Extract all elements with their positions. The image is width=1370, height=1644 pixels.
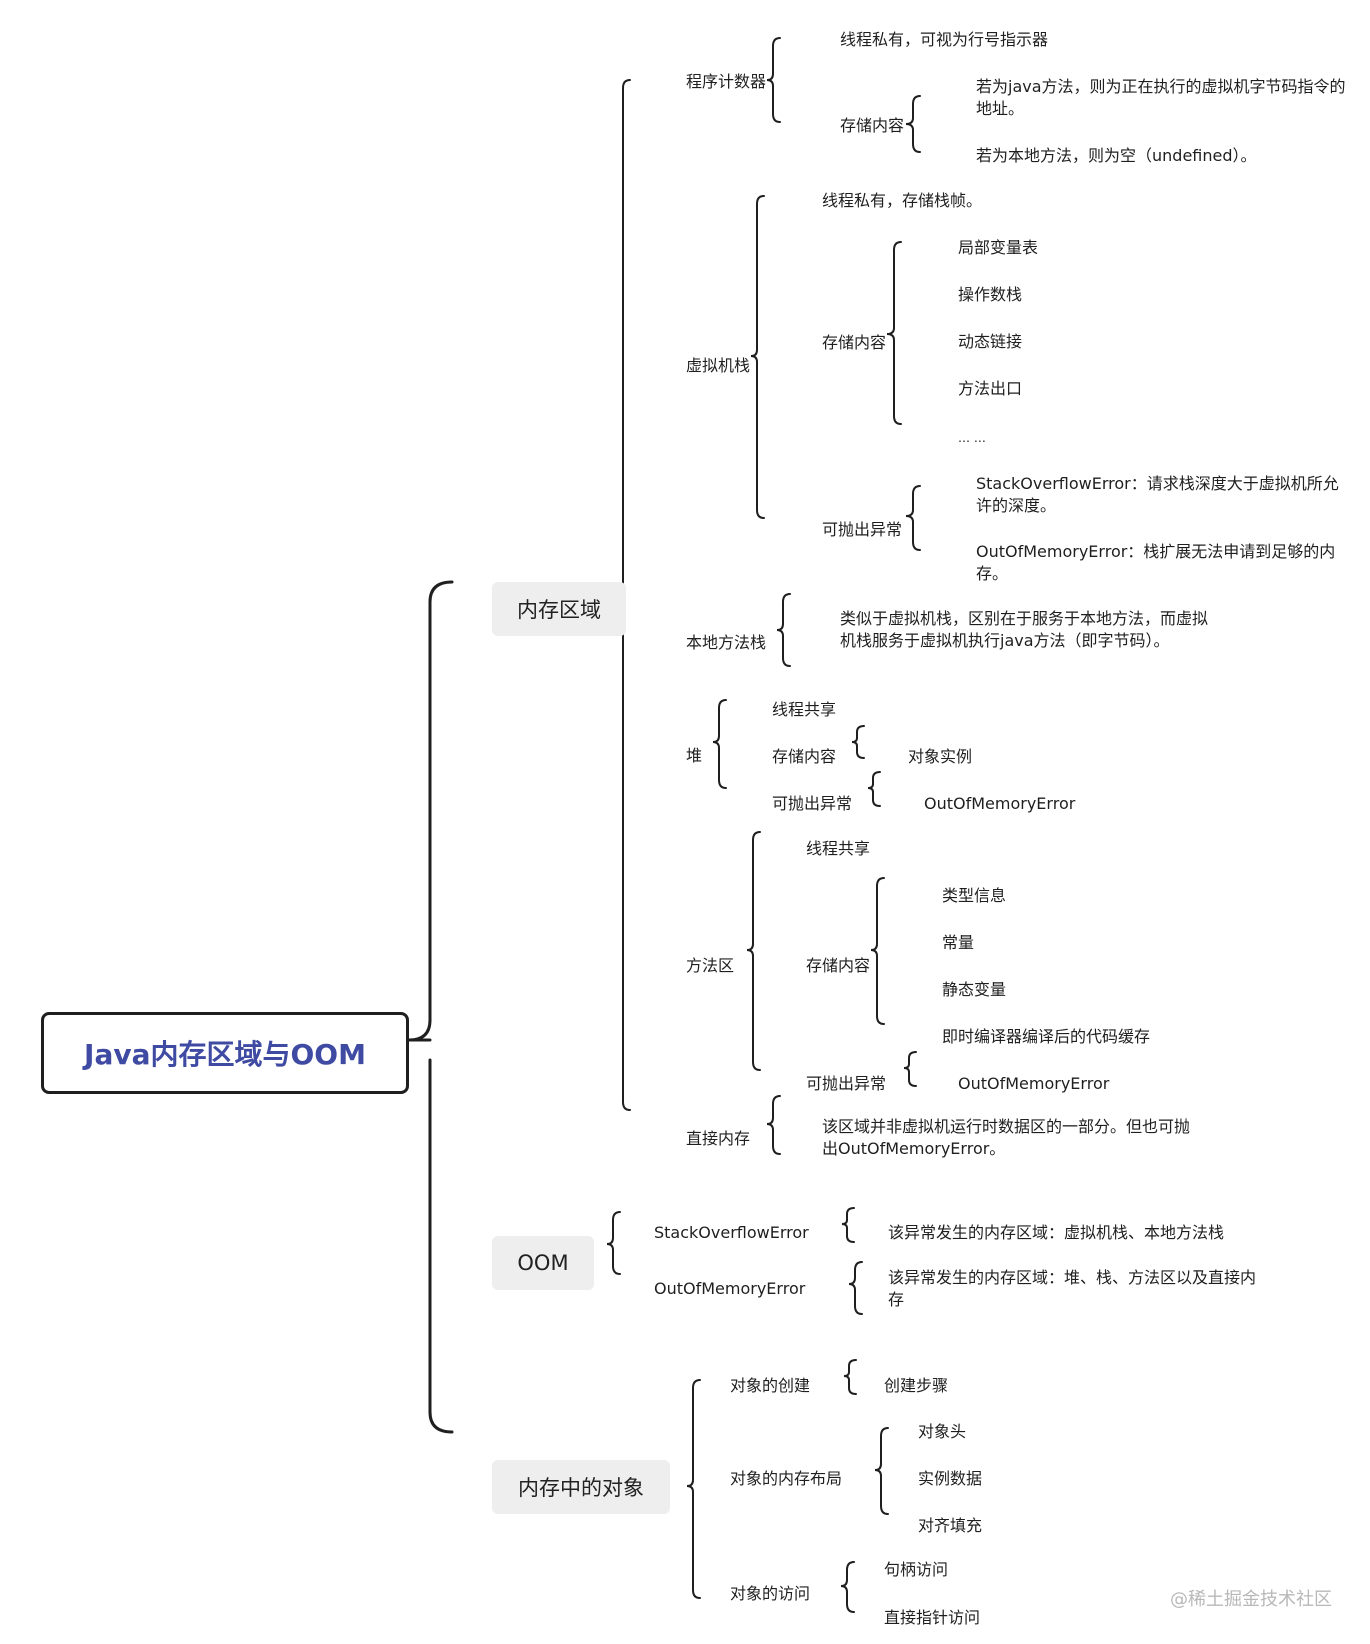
pc-label[interactable]: 程序计数器 <box>686 72 767 91</box>
brace-native <box>776 593 791 667</box>
heap-exceptions[interactable]: 可抛出异常 <box>772 794 853 813</box>
vmstack-storage[interactable]: 存储内容 <box>822 333 887 352</box>
method-area-shared[interactable]: 线程共享 <box>806 839 871 858</box>
oom-soe-desc[interactable]: 该异常发生的内存区域：虚拟机栈、本地方法栈 <box>888 1223 1225 1242</box>
method-area-item[interactable]: 即时编译器编译后的代码缓存 <box>942 1027 1151 1046</box>
pc-storage[interactable]: 存储内容 <box>840 116 905 135</box>
vmstack-item[interactable]: 局部变量表 <box>958 238 1039 257</box>
pc-private[interactable]: 线程私有，可视为行号指示器 <box>840 30 1049 49</box>
vmstack-exceptions[interactable]: 可抛出异常 <box>822 520 903 539</box>
objects-creation[interactable]: 对象的创建 <box>730 1376 811 1395</box>
pc-java-method[interactable]: 若为java方法，则为正在执行的虚拟机字节码指令的地址。 <box>976 77 1346 118</box>
method-area-storage[interactable]: 存储内容 <box>806 956 871 975</box>
heap-objects[interactable]: 对象实例 <box>908 747 973 766</box>
method-area-item[interactable]: 类型信息 <box>942 886 1007 905</box>
method-area-exceptions[interactable]: 可抛出异常 <box>806 1074 887 1093</box>
root-node[interactable]: Java内存区域与OOM <box>41 1012 409 1094</box>
oom-oome[interactable]: OutOfMemoryError <box>654 1279 806 1298</box>
method-area-item[interactable]: 静态变量 <box>942 980 1007 999</box>
heap-storage[interactable]: 存储内容 <box>772 747 837 766</box>
objects-access-item[interactable]: 直接指针访问 <box>884 1608 981 1627</box>
method-area-label[interactable]: 方法区 <box>686 956 735 975</box>
objects-layout-item[interactable]: 对象头 <box>918 1422 967 1441</box>
root-connector <box>407 580 454 1042</box>
heap-oome[interactable]: OutOfMemoryError <box>924 794 1076 813</box>
brace-heap <box>712 699 727 789</box>
oom-soe[interactable]: StackOverflowError <box>654 1223 809 1242</box>
oom-oome-desc[interactable]: 该异常发生的内存区域：堆、栈、方法区以及直接内存 <box>888 1268 1257 1309</box>
vmstack-oome[interactable]: OutOfMemoryError：栈扩展无法申请到足够的内存。 <box>976 542 1336 583</box>
topic-memory-region[interactable]: 内存区域 <box>492 582 626 636</box>
brace-method <box>746 831 761 1071</box>
topic-objects[interactable]: 内存中的对象 <box>492 1460 670 1514</box>
objects-layout-item[interactable]: 实例数据 <box>918 1469 983 1488</box>
brace-objects <box>686 1379 701 1599</box>
heap-shared[interactable]: 线程共享 <box>772 700 837 719</box>
vmstack-label[interactable]: 虚拟机栈 <box>686 356 751 375</box>
topic-oom[interactable]: OOM <box>492 1236 594 1290</box>
objects-layout[interactable]: 对象的内存布局 <box>730 1469 843 1488</box>
vmstack-private[interactable]: 线程私有，存储栈帧。 <box>822 191 983 210</box>
native-stack-desc[interactable]: 类似于虚拟机栈，区别在于服务于本地方法，而虚拟机栈服务于虚拟机执行java方法（… <box>840 609 1209 650</box>
objects-access-item[interactable]: 句柄访问 <box>884 1560 949 1579</box>
direct-memory-label[interactable]: 直接内存 <box>686 1129 751 1148</box>
objects-layout-item[interactable]: 对齐填充 <box>918 1516 983 1535</box>
objects-access[interactable]: 对象的访问 <box>730 1584 811 1603</box>
brace-pc <box>766 37 781 123</box>
vmstack-item[interactable]: 动态链接 <box>958 332 1023 351</box>
brace-oom <box>606 1211 621 1275</box>
method-area-item[interactable]: 常量 <box>942 933 975 952</box>
objects-creation-steps[interactable]: 创建步骤 <box>884 1376 949 1395</box>
watermark: @稀土掘金技术社区 <box>1170 1589 1332 1610</box>
heap-label[interactable]: 堆 <box>686 746 703 765</box>
brace-vmstack <box>750 195 765 519</box>
vmstack-soe[interactable]: StackOverflowError：请求栈深度大于虚拟机所允许的深度。 <box>976 474 1339 515</box>
native-stack-label[interactable]: 本地方法栈 <box>686 633 767 652</box>
brace-direct <box>766 1095 781 1155</box>
vmstack-item[interactable]: … … <box>958 431 986 445</box>
vmstack-item[interactable]: 操作数栈 <box>958 285 1023 304</box>
pc-native-method[interactable]: 若为本地方法，则为空（undefined）。 <box>976 146 1257 165</box>
method-area-oome[interactable]: OutOfMemoryError <box>958 1074 1110 1093</box>
direct-memory-desc[interactable]: 该区域并非虚拟机运行时数据区的一部分。但也可抛出OutOfMemoryError… <box>822 1117 1191 1158</box>
vmstack-item[interactable]: 方法出口 <box>958 379 1023 398</box>
